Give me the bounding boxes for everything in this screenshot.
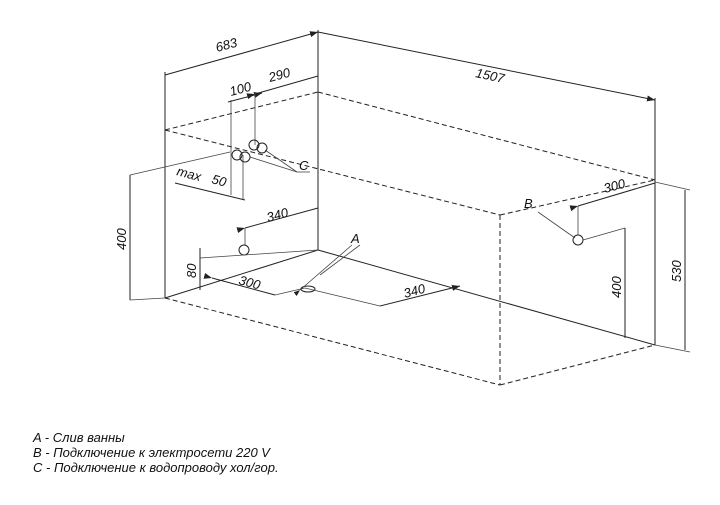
dim-400-left: 400 [114, 228, 129, 250]
bathtub-box [164, 30, 656, 386]
dim-1507: 1507 [474, 65, 506, 86]
dim-100: 100 [228, 79, 254, 99]
legend-item-b: B - Подключение к электросети 220 V [33, 445, 270, 460]
dim-683: 683 [214, 35, 240, 55]
dim-80: 80 [184, 263, 199, 278]
dim-340-lower: 340 [402, 281, 428, 301]
dim-50: 50 [210, 171, 229, 189]
legend-item-c: C - Подключение к водопроводу хол/гор. [33, 460, 279, 475]
legend: A - Слив ванны B - Подключение к электро… [33, 430, 279, 475]
marker-c: C [299, 158, 309, 173]
legend-item-a: A - Слив ванны [33, 430, 125, 445]
marker-a: A [350, 231, 360, 246]
dim-300-right: 300 [602, 176, 628, 196]
dim-max: max [175, 163, 203, 184]
dim-290: 290 [266, 65, 293, 86]
marker-b: B [524, 196, 533, 211]
dim-340-upper: 340 [265, 205, 291, 225]
dim-400-right: 400 [609, 276, 624, 298]
dimension-lines [129, 31, 691, 353]
dim-530: 530 [669, 260, 684, 282]
dim-300-left: 300 [237, 272, 263, 292]
